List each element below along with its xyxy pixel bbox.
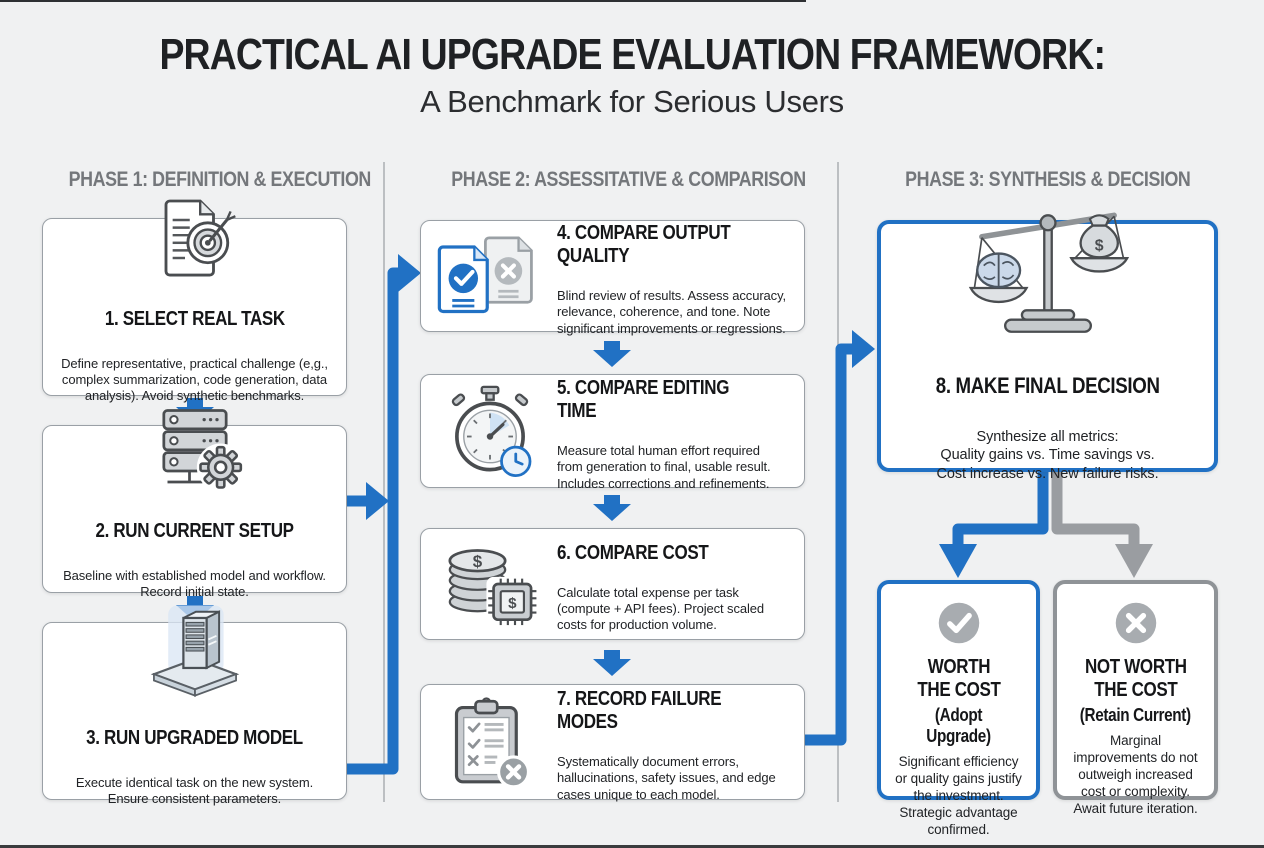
step-2-title: 2. RUN CURRENT SETUP bbox=[95, 519, 294, 542]
outcome-not-worth-description: Marginal improvements do not outweigh in… bbox=[1073, 733, 1198, 816]
coins-chip-icon: $ $ bbox=[431, 539, 549, 629]
check-circle-icon bbox=[936, 600, 982, 651]
page-title: PRACTICAL AI UPGRADE EVALUATION FRAMEWOR… bbox=[159, 30, 1106, 79]
phase-3-header: PHASE 3: SYNTHESIS & DECISION bbox=[904, 168, 1191, 191]
step-6-compare-cost-box: $ $ 6. COMPARE COST Calculate total expe… bbox=[420, 528, 805, 640]
stopwatch-icon bbox=[431, 385, 549, 477]
blue-arrowheads bbox=[366, 254, 977, 578]
header: PRACTICAL AI UPGRADE EVALUATION FRAMEWOR… bbox=[0, 30, 1264, 120]
frame-edge-top bbox=[0, 0, 806, 2]
gray-branch-connector bbox=[1051, 472, 1153, 578]
step-5-title: 5. COMPARE EDITING TIME bbox=[557, 377, 730, 423]
outcome-not-worth-title: NOT WORTH THE COST bbox=[1084, 656, 1187, 701]
phase-1-header: PHASE 1: DEFINITION & EXECUTION bbox=[68, 168, 372, 191]
page-subtitle: A Benchmark for Serious Users bbox=[420, 84, 844, 120]
step-6-title: 6. COMPARE COST bbox=[557, 541, 709, 564]
step-1-title: 1. SELECT REAL TASK bbox=[104, 307, 285, 330]
step-3-run-upgraded-model-box: 3. RUN UPGRADED MODEL Execute identical … bbox=[42, 605, 347, 806]
balance-scale-icon: $ bbox=[950, 193, 1146, 347]
step-4-description: Blind review of results. Assess accuracy… bbox=[557, 288, 787, 336]
blue-elbow-connectors bbox=[347, 267, 1049, 775]
document-target-icon bbox=[147, 197, 242, 286]
step-7-description: Systematically document errors, hallucin… bbox=[557, 754, 776, 802]
column-divider-1 bbox=[383, 162, 385, 802]
step-4-title: 4. COMPARE OUTPUT QUALITY bbox=[557, 222, 731, 268]
svg-text:$: $ bbox=[1094, 238, 1103, 255]
step-8-make-final-decision-box: $ 8. MAKE FINAL DECISION Synthesize all … bbox=[877, 212, 1218, 482]
step-1-description: Define representative, practical challen… bbox=[61, 355, 328, 404]
step-2-description: Baseline with established model and work… bbox=[63, 567, 326, 599]
step-5-description: Measure total human effort required from… bbox=[557, 443, 771, 491]
documents-pass-fail-icon bbox=[431, 234, 549, 319]
upgraded-server-icon bbox=[145, 602, 245, 705]
outcome-worth-subtitle: (Adopt Upgrade) bbox=[926, 705, 991, 746]
step-8-title: 8. MAKE FINAL DECISION bbox=[935, 373, 1160, 399]
clipboard-failure-icon bbox=[431, 696, 549, 788]
step-4-compare-output-quality-box: 4. COMPARE OUTPUT QUALITY Blind review o… bbox=[420, 220, 805, 336]
step-3-title: 3. RUN UPGRADED MODEL bbox=[86, 726, 303, 749]
outcome-worth-description: Significant efficiency or quality gains … bbox=[895, 754, 1022, 837]
outcome-worth-title: WORTH THE COST bbox=[916, 656, 1001, 701]
step-5-compare-editing-time-box: 5. COMPARE EDITING TIME Measure total hu… bbox=[420, 374, 805, 491]
step-7-record-failure-modes-box: 7. RECORD FAILURE MODES Systematically d… bbox=[420, 684, 805, 802]
phase-2-header: PHASE 2: ASSESSITATIVE & COMPARISON bbox=[451, 168, 806, 191]
outcome-not-worth-the-cost-box: NOT WORTH THE COST (Retain Current) Marg… bbox=[1053, 580, 1218, 816]
frame-edge-bottom bbox=[0, 845, 1264, 848]
outcome-worth-the-cost-box: WORTH THE COST (Adopt Upgrade) Significa… bbox=[877, 580, 1040, 837]
server-rack-gear-icon bbox=[143, 405, 247, 498]
step-3-description: Execute identical task on the new system… bbox=[75, 774, 314, 806]
svg-text:$: $ bbox=[473, 552, 483, 571]
step-2-run-current-setup-box: 2. RUN CURRENT SETUP Baseline with estab… bbox=[42, 409, 347, 599]
svg-text:$: $ bbox=[508, 595, 517, 612]
outcome-not-worth-subtitle: (Retain Current) bbox=[1079, 705, 1192, 725]
step-7-title: 7. RECORD FAILURE MODES bbox=[557, 688, 722, 734]
step-1-select-real-task-box: 1. SELECT REAL TASK Define representativ… bbox=[42, 199, 347, 403]
x-circle-icon bbox=[1113, 600, 1159, 651]
step-8-description: Synthesize all metrics: Quality gains vs… bbox=[936, 428, 1159, 483]
step-6-description: Calculate total expense per task (comput… bbox=[557, 584, 765, 633]
